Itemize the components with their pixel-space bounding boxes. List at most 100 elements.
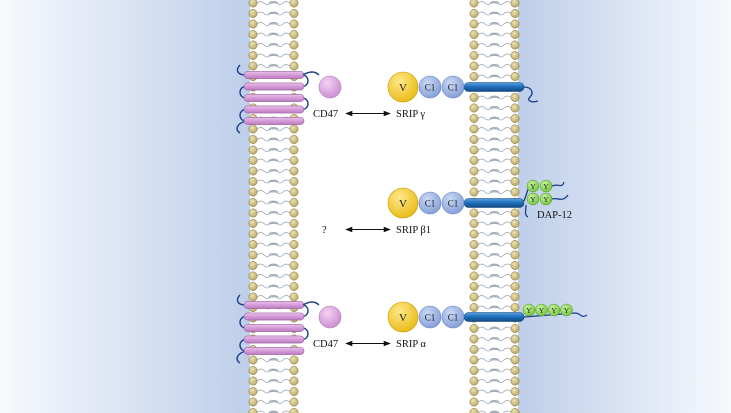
right-membrane-lipid-head	[469, 250, 479, 260]
right-membrane-lipid-head	[510, 166, 520, 176]
ig-c1-domain	[441, 305, 465, 329]
right-membrane-lipid-head	[469, 114, 479, 123]
ig-c1-domain	[441, 191, 465, 215]
left-membrane-lipid-head	[289, 355, 299, 365]
right-membrane-lipid-head	[510, 345, 520, 354]
ligand-label: ?	[322, 225, 327, 236]
ligand-label: CD47	[313, 109, 338, 120]
left-membrane-lipid-head	[248, 61, 258, 71]
left-membrane-lipid-head	[248, 30, 258, 39]
right-membrane-lipid-head	[469, 324, 479, 333]
left-membrane-lipid-head	[248, 397, 258, 407]
itam-tyrosine	[539, 179, 553, 193]
right-membrane-lipid-head	[469, 229, 479, 239]
right-membrane-lipid-head	[469, 271, 479, 281]
left-membrane-lipid-head	[289, 261, 299, 270]
right-membrane-lipid-head	[510, 324, 520, 333]
left-membrane-lipid-head	[289, 229, 299, 239]
right-membrane-lipid-head	[469, 397, 479, 407]
right-membrane-lipid-head	[469, 135, 479, 144]
right-membrane-lipid-head	[469, 145, 479, 155]
itim-tyrosine-label: Y	[539, 306, 545, 315]
cd47-tm-helix	[243, 301, 305, 309]
right-membrane-lipid-head	[469, 156, 479, 165]
right-membrane-lipid-head	[510, 61, 520, 71]
left-membrane-lipid-head	[248, 135, 258, 144]
right-membrane-lipid-head	[510, 51, 520, 60]
left-membrane-lipid-head	[289, 271, 299, 281]
left-membrane-lipid-head	[248, 187, 258, 197]
right-membrane-lipid-head	[510, 229, 520, 239]
ig-c1-domain-label: C1	[448, 199, 459, 209]
right-membrane-lipid-head	[469, 51, 479, 60]
left-membrane-lipid-head	[248, 0, 258, 8]
left-membrane-lipid-head	[289, 124, 299, 134]
left-membrane-lipid-head	[248, 166, 258, 176]
right-membrane-lipid-head	[469, 282, 479, 291]
right-membrane-lipid-head	[510, 103, 520, 113]
itam-tyrosine-label: Y	[543, 195, 549, 204]
right-membrane-lipid-head	[469, 30, 479, 39]
right-membrane-lipid-head	[510, 240, 520, 249]
left-membrane-lipid-head	[248, 240, 258, 249]
left-membrane-lipid-head	[289, 198, 299, 207]
cd47-molecule[interactable]	[236, 64, 342, 134]
right-membrane-lipid-head	[469, 219, 479, 228]
left-membrane-lipid-head	[248, 376, 258, 386]
ig-c1-domain	[441, 75, 465, 99]
right-membrane-lipid-head	[469, 303, 479, 312]
right-membrane-lipid-head	[469, 334, 479, 344]
ig-v-domain-label: V	[399, 82, 407, 94]
itim-tyrosine	[560, 303, 573, 317]
right-membrane-lipid-head	[469, 345, 479, 354]
left-membrane-lipid-head	[289, 61, 299, 71]
left-membrane-lipid-head	[289, 156, 299, 165]
right-membrane-lipid-head	[510, 187, 520, 197]
cytoplasmic-tail	[523, 312, 588, 318]
right-membrane-lipid-head	[510, 177, 520, 186]
left-membrane-lipid-head	[289, 166, 299, 176]
left-membrane-lipid-head	[289, 145, 299, 155]
cd47-tm-helix	[243, 312, 305, 321]
right-membrane-lipid-head	[469, 40, 479, 50]
right-membrane-lipid-head	[510, 261, 520, 270]
left-membrane-lipid-head	[248, 9, 258, 18]
cd47-tm-helix	[243, 117, 305, 125]
cd47-molecule[interactable]	[236, 294, 342, 364]
left-membrane-lipid-head	[248, 229, 258, 239]
right-membrane-lipid-head	[510, 9, 520, 18]
cytoplasmic-tail	[523, 86, 539, 103]
left-membrane-lipid-head	[289, 9, 299, 18]
itam-tyrosine-label: Y	[530, 195, 536, 204]
right-membrane-lipid-head	[510, 282, 520, 291]
right-membrane-bilayer	[469, 0, 520, 413]
itam-tyrosine	[526, 179, 540, 193]
right-membrane-lipid-head	[510, 0, 520, 8]
left-membrane-lipid-head	[289, 40, 299, 50]
right-membrane-lipid-head	[510, 145, 520, 155]
cd47-tm-helix	[243, 82, 305, 91]
right-membrane-lipid-head	[469, 376, 479, 386]
right-membrane-lipid-head	[469, 124, 479, 134]
right-membrane-lipid-head	[469, 177, 479, 186]
right-membrane-lipid-head	[510, 19, 520, 29]
right-membrane-lipid-head	[510, 334, 520, 344]
left-membrane-lipid-head	[289, 51, 299, 60]
right-membrane-lipid-head	[469, 240, 479, 249]
itim-tyrosine-label: Y	[526, 306, 532, 315]
itim-tyrosine-label: Y	[564, 306, 570, 315]
ig-c1-domain	[418, 75, 442, 99]
right-membrane-lipid-head	[510, 397, 520, 407]
dap12-label: DAP-12	[537, 210, 572, 221]
left-membrane-lipid-head	[289, 30, 299, 39]
left-membrane-lipid-head	[248, 40, 258, 50]
left-membrane-lipid-head	[289, 177, 299, 186]
right-membrane-lipid-head	[510, 40, 520, 50]
right-membrane-lipid-head	[510, 303, 520, 312]
lipid-bilayers	[248, 0, 520, 413]
